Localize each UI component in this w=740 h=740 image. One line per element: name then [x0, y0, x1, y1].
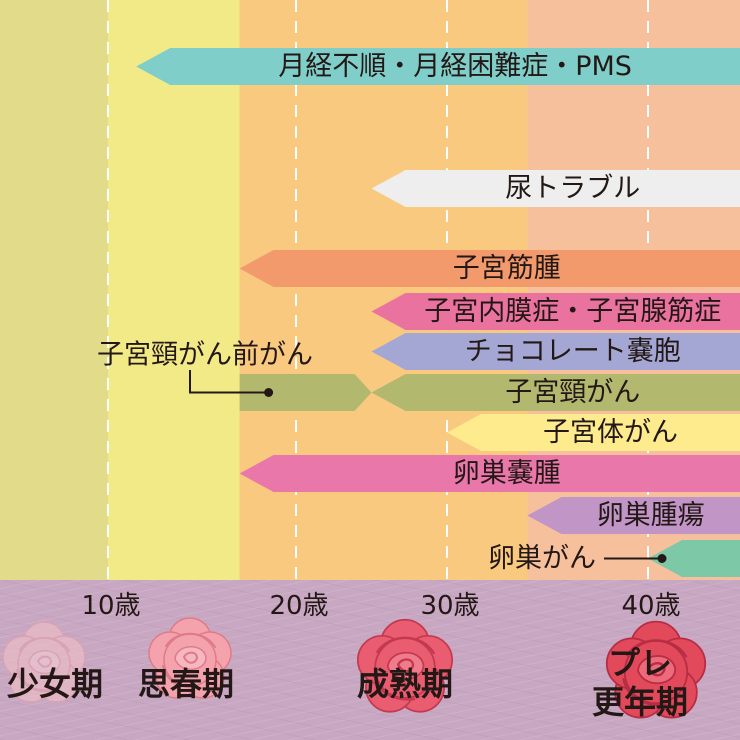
- rose-center: [637, 655, 677, 685]
- rose-center: [386, 651, 425, 680]
- condition-bar-label: 子宮筋腫: [453, 253, 561, 284]
- condition-range-bar: [447, 414, 740, 451]
- rose-petal-edge: [372, 673, 416, 701]
- rose-center-swirl: [37, 655, 53, 668]
- condition-bar-group: 尿トラブル: [371, 170, 740, 207]
- condition-bar-label: 子宮体がん: [543, 417, 678, 448]
- rose-center-swirl: [183, 651, 199, 664]
- condition-bar-label: 卵巣がん: [488, 543, 596, 574]
- rose-decorations: [2, 617, 707, 719]
- rose-illustration: [605, 620, 707, 719]
- stage-band: [0, 0, 109, 580]
- condition-range-bar: [239, 250, 740, 287]
- rose-petal-edge: [376, 636, 435, 655]
- rose-petal-edge: [165, 632, 216, 648]
- rose-illustration: [356, 618, 454, 713]
- callout-leader-line: [189, 370, 269, 394]
- rose-petal-edge: [162, 665, 199, 689]
- condition-range-bar: [371, 293, 740, 330]
- condition-range-bar: [371, 170, 740, 207]
- life-stage-labels: 少女期 思春期 成熟期 プレ 更年期: [7, 644, 688, 721]
- condition-bar-label: 尿トラブル: [505, 173, 640, 204]
- condition-range-bar: [136, 48, 740, 85]
- rose-center: [174, 646, 207, 670]
- callout-leader-dot: [264, 388, 274, 397]
- stage-label: 思春期: [138, 665, 234, 703]
- condition-bar-label: 卵巣腫瘍: [597, 500, 705, 531]
- condition-range-bar: [371, 333, 740, 370]
- age-tick-label: 20歳: [269, 591, 328, 621]
- age-tick-label: 10歳: [81, 591, 140, 621]
- condition-bar-group: 卵巣がん: [488, 540, 740, 577]
- rose-illustration: [2, 621, 86, 703]
- rose-petal-edge: [622, 678, 667, 706]
- stage-label: プレ: [608, 644, 672, 682]
- condition-bar-label: チョコレート嚢胞: [465, 336, 681, 367]
- condition-bar-group: 卵巣腫瘍: [527, 497, 740, 534]
- condition-bar-group: 子宮体がん: [447, 414, 740, 451]
- stage-band: [527, 0, 740, 580]
- rose-center-swirl: [647, 661, 666, 677]
- stage-label: 少女期: [7, 665, 103, 703]
- condition-range-bar: [239, 455, 740, 492]
- condition-bar-label: 子宮内膜症・子宮腺筋症: [424, 296, 721, 327]
- age-tick-label: 40歳: [621, 591, 680, 621]
- condition-bar-group: 子宮筋腫: [239, 250, 740, 287]
- condition-bar-label: 卵巣嚢腫: [453, 458, 561, 489]
- precursor-callout-label: 子宮頸がん前がん: [97, 340, 313, 371]
- rose-petal-edge: [19, 636, 70, 652]
- age-tick-labels: 10歳 20歳 30歳 40歳: [81, 591, 680, 621]
- condition-range-bar: [527, 497, 740, 534]
- condition-bar-label: 子宮頸がん: [505, 377, 640, 408]
- rose-illustration: [148, 617, 232, 699]
- condition-bar-group: 子宮内膜症・子宮腺筋症: [371, 293, 740, 330]
- condition-bar-group: 月経不順・月経困難症・PMS: [136, 48, 740, 85]
- condition-bar-group: チョコレート嚢胞: [371, 333, 740, 370]
- stage-band: [239, 0, 528, 580]
- stage-label: 更年期: [592, 683, 688, 721]
- rose-center: [28, 650, 61, 674]
- condition-range-bar: [371, 374, 740, 411]
- stage-label: 成熟期: [357, 665, 453, 703]
- life-stage-bands: [0, 0, 740, 580]
- rose-center-swirl: [396, 658, 415, 673]
- precursor-range-bar: [239, 374, 372, 411]
- condition-range-bar: [648, 540, 740, 577]
- condition-bar-group: 卵巣嚢腫: [239, 455, 740, 492]
- rose-petal-edge: [625, 639, 688, 658]
- stage-band: [108, 0, 241, 580]
- age-tick-label: 30歳: [420, 591, 479, 621]
- condition-bar-label: 月経不順・月経困難症・PMS: [278, 51, 632, 82]
- condition-bars: 月経不順・月経困難症・PMS 尿トラブル子宮筋腫子宮内膜症・子宮腺筋症チョコレート…: [97, 48, 740, 577]
- rose-petal-edge: [16, 669, 53, 693]
- label-leader-dot: [657, 554, 667, 563]
